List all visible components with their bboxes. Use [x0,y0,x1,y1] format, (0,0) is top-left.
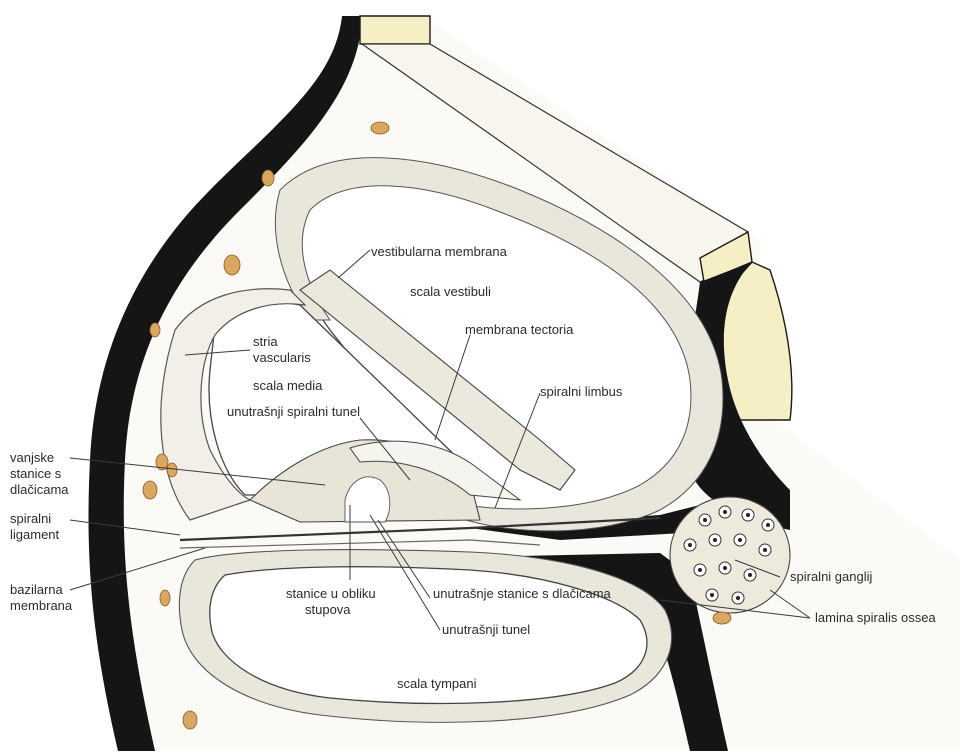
label-stanice-u-obliku-line1: stanice u obliku [286,586,376,601]
label-scala-vestibuli: scala vestibuli [410,284,491,299]
label-stria-vascularis-line1: stria [253,334,278,349]
label-spiralni-ganglij: spiralni ganglij [790,569,872,584]
label-scala-media: scala media [253,378,323,393]
label-unutrasnji-tunel: unutrašnji tunel [442,622,530,637]
label-vanjske-stanice-line1: vanjske [10,450,54,465]
label-spiralni-limbus: spiralni limbus [540,384,623,399]
label-scala-tympani: scala tympani [397,676,477,691]
label-unutrasnje-stanice: unutrašnje stanice s dlačicama [433,586,612,601]
label-stanice-u-obliku-line2: stupova [305,602,351,617]
label-stria-vascularis-line2: vascularis [253,350,311,365]
label-membrana-tectoria: membrana tectoria [465,322,574,337]
top-bone-block [360,16,430,44]
label-vanjske-stanice-line2: stanice s [10,466,62,481]
label-bazilarna-membrana-line1: bazilarna [10,582,64,597]
label-vestibularna-membrana: vestibularna membrana [371,244,508,259]
label-lamina-spiralis-ossea: lamina spiralis ossea [815,610,936,625]
label-vanjske-stanice-line3: dlačicama [10,482,69,497]
label-unutrasnji-spiralni-tunel: unutrašnji spiralni tunel [227,404,360,419]
label-spiralni-ligament-line2: ligament [10,527,60,542]
label-spiralni-ligament-line1: spiralni [10,511,51,526]
label-bazilarna-membrana-line2: membrana [10,598,73,613]
